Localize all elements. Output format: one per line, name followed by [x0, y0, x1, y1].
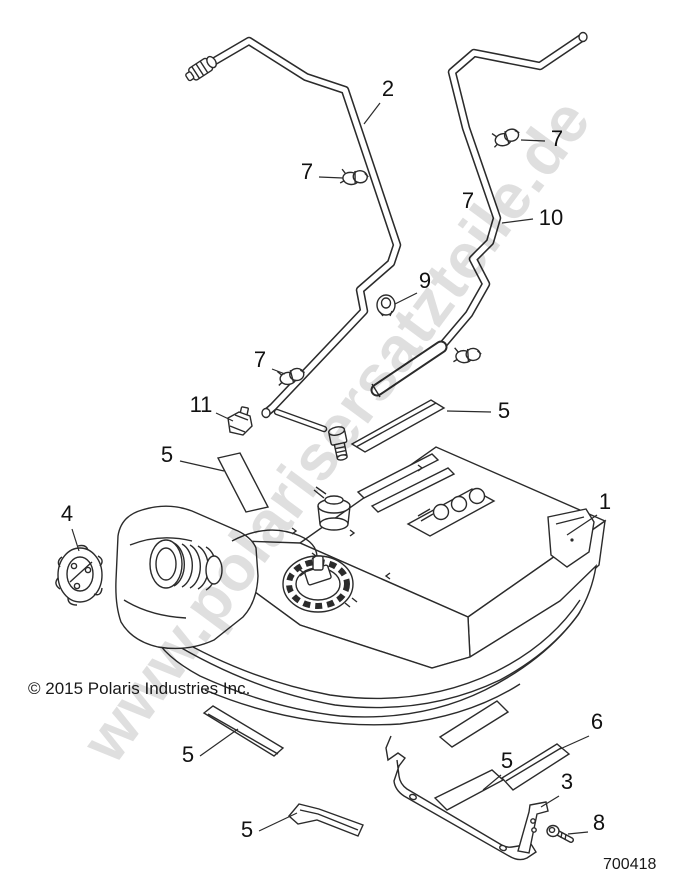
- callout-label: 7: [301, 159, 313, 184]
- callout-leader: [271, 368, 286, 375]
- foam-strip-5-bottom-low: [288, 803, 364, 837]
- foam-strip-5-mid-lower: [433, 769, 505, 811]
- callout-leader: [482, 774, 502, 791]
- diagram-part-number: 700418: [603, 856, 657, 873]
- callout-label: 11: [190, 392, 213, 417]
- callout-label: 1: [599, 489, 611, 514]
- fuel-line-10: [370, 31, 588, 398]
- callout-label: 4: [61, 501, 73, 526]
- clip-11: [227, 406, 253, 436]
- foam-strip-5-bottom-left: [202, 705, 285, 757]
- screw-8: [546, 824, 574, 843]
- vent-valve: [313, 486, 351, 531]
- callout-leader: [394, 292, 418, 305]
- callout-leader: [566, 514, 598, 536]
- vent-fitting: [328, 426, 348, 461]
- callout-leader: [501, 218, 534, 224]
- callout-leader: [318, 176, 344, 179]
- mount-tab: [547, 508, 595, 568]
- callout-leader: [446, 410, 492, 413]
- callout-layer: 2 7 7 10 9 7 7 11 5 5 1 4 5 5 5 6 38: [61, 76, 611, 842]
- callout-label: 7: [254, 347, 266, 372]
- callout-leader: [540, 795, 560, 808]
- tank-strap: [385, 735, 549, 861]
- foam-strip-5-mid-upper: [438, 700, 510, 748]
- callout-leader: [199, 728, 239, 757]
- callout-label: 7: [551, 126, 563, 151]
- callout-label: 6: [591, 709, 603, 734]
- callout-leader: [520, 139, 546, 142]
- grommet-9: [376, 294, 396, 317]
- callout-label: 5: [498, 398, 510, 423]
- clip-7-a: [491, 127, 522, 149]
- callout-label: 5: [241, 817, 253, 842]
- callout-leader: [71, 528, 80, 552]
- callout-leader: [567, 831, 589, 835]
- filler-neck: [149, 539, 223, 591]
- line-connector: [185, 55, 217, 82]
- foam-strip-5-top-right: [350, 399, 446, 453]
- fuel-cap: [55, 544, 103, 606]
- callout-leader: [179, 460, 225, 472]
- callout-label: 7: [462, 188, 474, 213]
- tank-label-plate: [406, 487, 496, 537]
- fuel-line-2: [185, 36, 402, 461]
- callout-leader: [559, 735, 590, 750]
- callout-label: 2: [382, 76, 394, 101]
- callout-label: 8: [593, 810, 605, 835]
- callout-label: 10: [539, 205, 563, 230]
- callout-label: 3: [561, 769, 573, 794]
- clip-7-d: [452, 346, 483, 365]
- callout-label: 9: [419, 268, 431, 293]
- fuel-tank: [115, 446, 607, 726]
- foam-strip-5-left: [216, 452, 270, 513]
- callout-label: 5: [182, 742, 194, 767]
- clip-7-b: [339, 167, 370, 188]
- foam-strip-6: [500, 743, 571, 791]
- callout-leader: [258, 812, 298, 832]
- copyright-text: © 2015 Polaris Industries Inc.: [28, 679, 251, 698]
- callout-label: 5: [161, 442, 173, 467]
- callout-label: 5: [501, 748, 513, 773]
- callout-leader: [363, 102, 381, 125]
- callout-leader: [215, 412, 234, 422]
